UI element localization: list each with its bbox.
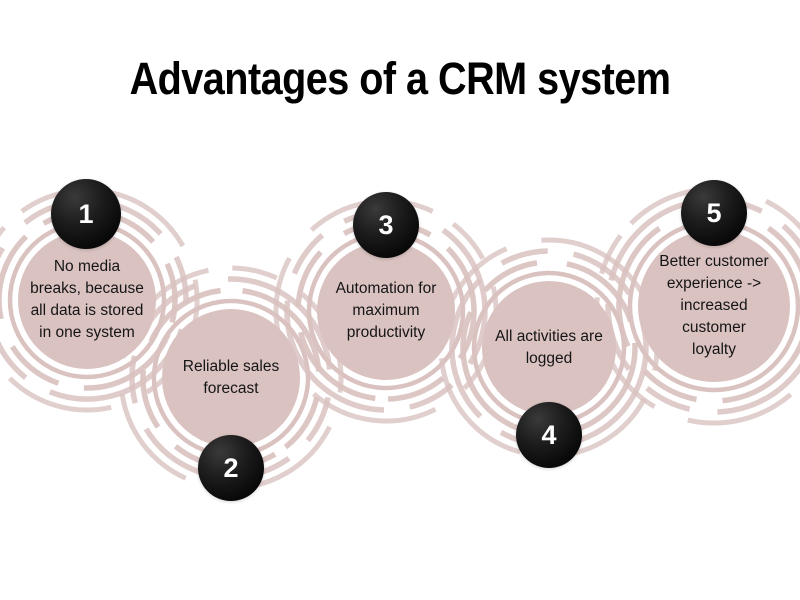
decorative-arc	[0, 187, 200, 413]
decorative-arc	[273, 198, 499, 424]
node-ring-group-1	[0, 187, 200, 413]
node-disc-1	[18, 231, 156, 369]
node-badge-4: 4	[516, 402, 582, 468]
decorative-arc	[118, 265, 344, 491]
node-disc-4	[482, 281, 616, 415]
node-disc-5	[638, 230, 790, 382]
node-ring-group-3	[273, 198, 499, 424]
decorative-arc	[284, 209, 488, 413]
node-ring-group-2	[118, 265, 344, 491]
node-disc-2	[162, 309, 300, 447]
decorative-arc	[594, 186, 800, 426]
decorative-arc	[449, 248, 649, 448]
node-badge-1: 1	[51, 179, 121, 249]
page-title: Advantages of a CRM system	[129, 53, 671, 104]
node-badge-5: 5	[681, 180, 747, 246]
decorative-arc	[460, 259, 638, 437]
node-badge-2: 2	[198, 435, 264, 501]
node-disc-3	[317, 242, 455, 380]
decorative-arc	[627, 219, 800, 393]
decorative-arc	[140, 287, 322, 469]
node-badge-3: 3	[353, 192, 419, 258]
